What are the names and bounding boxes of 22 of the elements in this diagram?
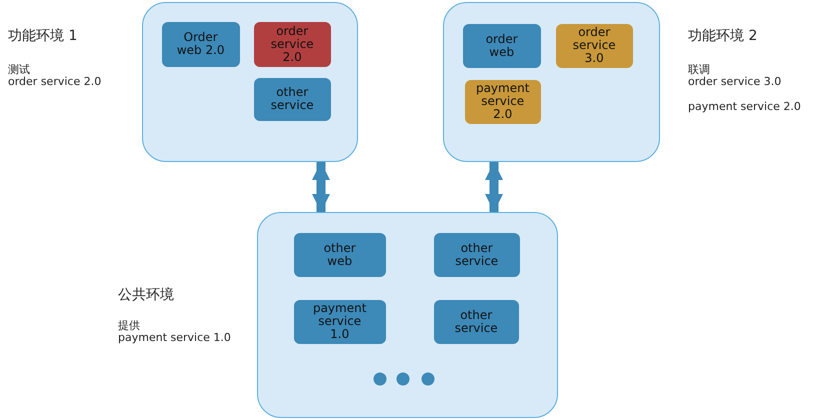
- service-box: Order web 2.0: [162, 22, 240, 67]
- environment-note: payment service 1.0: [118, 331, 231, 344]
- double-arrow: [485, 162, 503, 212]
- double-arrow: [312, 162, 330, 212]
- environment-heading: 功能环境 1: [8, 27, 78, 45]
- service-box: order service 2.0: [254, 22, 331, 67]
- service-box: other service: [434, 232, 520, 277]
- service-box: payment service 1.0: [294, 300, 386, 344]
- service-box: payment service 2.0: [464, 80, 541, 124]
- service-box: other web: [294, 232, 386, 277]
- environment-note: payment service 2.0: [688, 100, 801, 113]
- service-box: other service: [434, 300, 519, 344]
- service-box: other service: [254, 78, 331, 121]
- service-box: order service 3.0: [556, 24, 633, 68]
- environment-note: order service 3.0: [688, 75, 782, 88]
- environment-note: order service 2.0: [8, 75, 102, 88]
- environment-note: 联调: [688, 62, 710, 76]
- environment-heading: 功能环境 2: [688, 27, 758, 45]
- environment-note: 测试: [8, 62, 30, 76]
- environment-heading: 公共环境: [118, 286, 174, 304]
- environment-note: 提供: [118, 318, 140, 333]
- service-box: order web: [462, 24, 541, 68]
